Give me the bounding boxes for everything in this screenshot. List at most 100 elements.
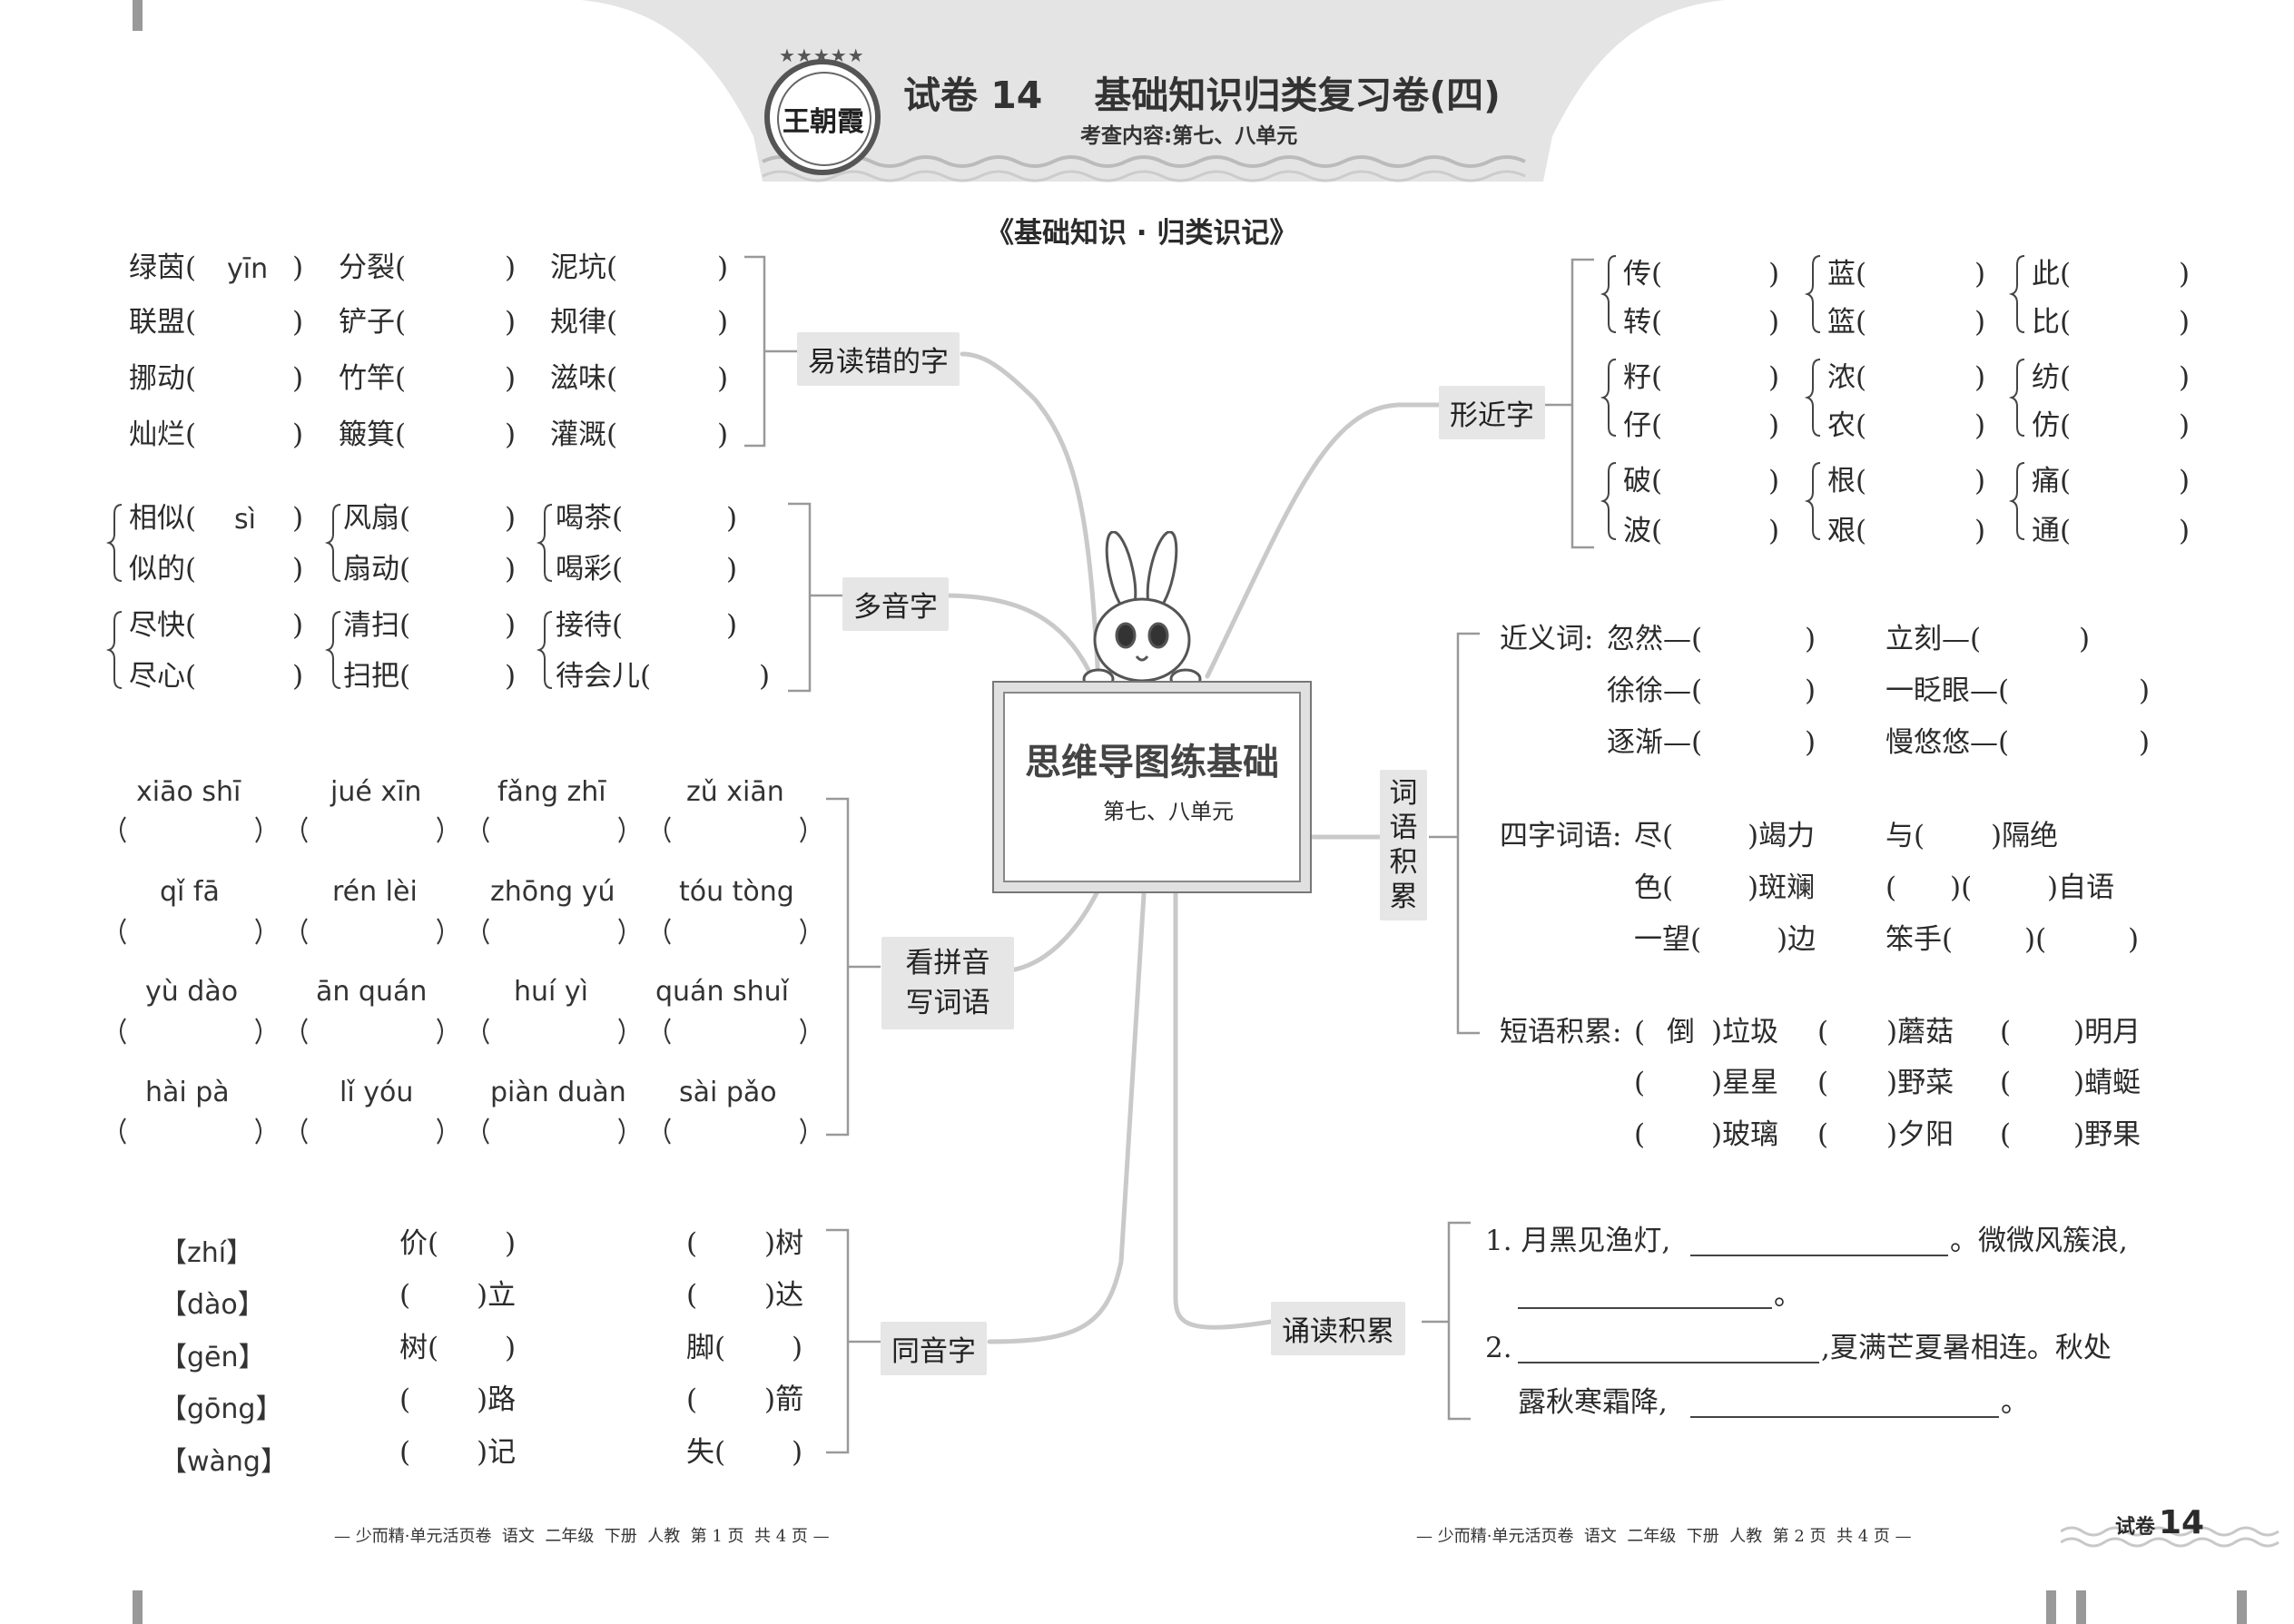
tongyin-pinyin: 【zhí】 [160, 1237, 254, 1269]
jinyi-close: ) [2139, 674, 2151, 707]
duoyin-close: ) [505, 660, 517, 693]
duanyu-item: )夕阳 [1886, 1118, 1954, 1151]
logo-stars: ★★★★★ [779, 44, 865, 66]
sizi-item: 色( [1634, 871, 1674, 904]
jinyi-label: 近义词: [1500, 623, 1594, 655]
xingjin-char: 传( [1623, 258, 1663, 290]
duanyu-item: )星星 [1711, 1067, 1779, 1099]
sizi-item: 尽( [1634, 820, 1674, 852]
xingjin-char: 根( [1827, 465, 1867, 497]
poem-line-2d: 。 [2001, 1386, 2029, 1419]
sizi-item: )竭力 [1748, 820, 1816, 852]
tongyin-blank: )树 [764, 1227, 804, 1260]
sizi-item: )斑斓 [1748, 871, 1816, 904]
duoyin-word: 喝茶( [556, 502, 624, 535]
tongyin-open: ( [686, 1227, 698, 1260]
tongyin-open: ( [399, 1279, 411, 1312]
duanyu-open: ( [1817, 1067, 1829, 1099]
duanyu-item: )野菜 [1886, 1067, 1954, 1099]
poem-blank[interactable] [1518, 1362, 1819, 1363]
duanyu-item: )垃圾 [1711, 1016, 1779, 1048]
yidu-close: ) [717, 362, 729, 395]
poem-blank[interactable] [1690, 1416, 1999, 1418]
branch-label-songdu: 诵读积累 [1271, 1302, 1405, 1355]
corner-mark [2237, 1590, 2247, 1624]
pinyin-prompt: hài pà [145, 1077, 230, 1108]
xingjin-char: 痛( [2032, 465, 2072, 497]
footer-left: — 少而精·单元活页卷 语文 二年级 下册 人教 第 1 页 共 4 页 — [334, 1527, 830, 1546]
yidu-close: ) [717, 306, 729, 339]
yidu-word: 铲子( [339, 306, 407, 339]
xingjin-close: ) [2179, 465, 2191, 497]
xingjin-char: 蓝( [1827, 258, 1867, 290]
duoyin-word: 尽快( [129, 609, 197, 642]
duanyu-item: )明月 [2073, 1016, 2141, 1048]
duoyin-braces [105, 504, 553, 689]
logo-inner-ring [777, 72, 871, 166]
poem-blank[interactable] [1518, 1307, 1772, 1309]
footer-tag-label: 试卷 [2115, 1516, 2156, 1539]
center-title: 思维导图练基础 [1025, 742, 1279, 783]
yidu-close: ) [505, 251, 517, 284]
tongyin-blank: )记 [477, 1436, 517, 1469]
pinyin-prompt: piàn duàn [490, 1077, 626, 1108]
pinyin-prompt: tóu tòng [679, 876, 794, 908]
tongyin-open: ( [399, 1436, 411, 1469]
xingjin-char: 仿( [2032, 409, 2072, 442]
jinyi-item: 徐徐—( [1607, 674, 1703, 707]
yidu-word: 绿茵( [129, 251, 197, 284]
sizi-item: )边 [1777, 923, 1816, 956]
jinyi-close: ) [2079, 623, 2091, 655]
center-node-inner: 思维导图练基础 第七、八单元 [1003, 692, 1301, 882]
xingjin-close: ) [1768, 465, 1780, 497]
corner-mark [133, 1590, 143, 1624]
tongyin-blank: 失( [686, 1436, 726, 1469]
poem-line-2: 2. [1485, 1332, 1512, 1364]
pinyin-prompt: zǔ xiān [686, 776, 784, 808]
yidu-close: ) [505, 362, 517, 395]
tongyin-close: ) [792, 1436, 803, 1469]
xingjin-close: ) [1768, 306, 1780, 339]
xingjin-close: ) [1768, 515, 1780, 547]
exam-title: 试卷 14 基础知识归类复习卷(四) [903, 74, 1501, 117]
xingjin-close: ) [1768, 361, 1780, 394]
pinyin-prompt: rén lèi [332, 876, 418, 908]
branch-label-pinyin: 看拼音写词语 [881, 937, 1014, 1029]
tongyin-pinyin: 【gōng】 [160, 1393, 283, 1425]
pinyin-prompt: xiāo shī [136, 776, 241, 808]
tongyin-open: ( [686, 1279, 698, 1312]
xingjin-char: 破( [1623, 465, 1663, 497]
tongyin-blank: )立 [477, 1279, 517, 1312]
poem-blank[interactable] [1690, 1255, 1948, 1256]
jinyi-item: 一眨眼—( [1885, 674, 2010, 707]
xingjin-close: ) [1974, 258, 1986, 290]
branch-label-yidu: 易读错的字 [797, 332, 960, 386]
xingjin-char: 艰( [1827, 515, 1867, 547]
yidu-word: 挪动( [129, 362, 197, 395]
duoyin-word: 相似( [129, 502, 197, 535]
xingjin-char: 转( [1623, 306, 1663, 339]
yidu-close: ) [292, 362, 304, 395]
corner-mark [2046, 1590, 2056, 1624]
duanyu-answer: 倒 [1667, 1016, 1695, 1048]
sizi-item: )( [1950, 871, 1973, 904]
pinyin-prompt: sài pǎo [679, 1077, 777, 1108]
footer-tag-number: 14 [2159, 1504, 2205, 1541]
xingjin-char: 籽( [1623, 361, 1663, 394]
xingjin-close: ) [1974, 306, 1986, 339]
tongyin-close: ) [505, 1332, 517, 1364]
duoyin-word: 清扫( [343, 609, 411, 642]
duanyu-label: 短语积累: [1500, 1016, 1622, 1048]
brand-logo: ★★★★★ 王朝霞 [764, 44, 881, 175]
sizi-item: 与( [1885, 820, 1925, 852]
xingjin-close: ) [1768, 258, 1780, 290]
tongyin-close: ) [505, 1227, 517, 1260]
duoyin-word: 接待( [556, 609, 624, 642]
pinyin-prompt: fǎng zhī [497, 776, 606, 808]
poem-line-1c: 。 [1774, 1279, 1802, 1312]
xingjin-char: 通( [2032, 515, 2072, 547]
pinyin-answer-brackets [120, 816, 806, 1145]
xingjin-char: 仔( [1623, 409, 1663, 442]
tongyin-blank: )达 [764, 1279, 804, 1312]
duoyin-close: ) [292, 502, 304, 535]
